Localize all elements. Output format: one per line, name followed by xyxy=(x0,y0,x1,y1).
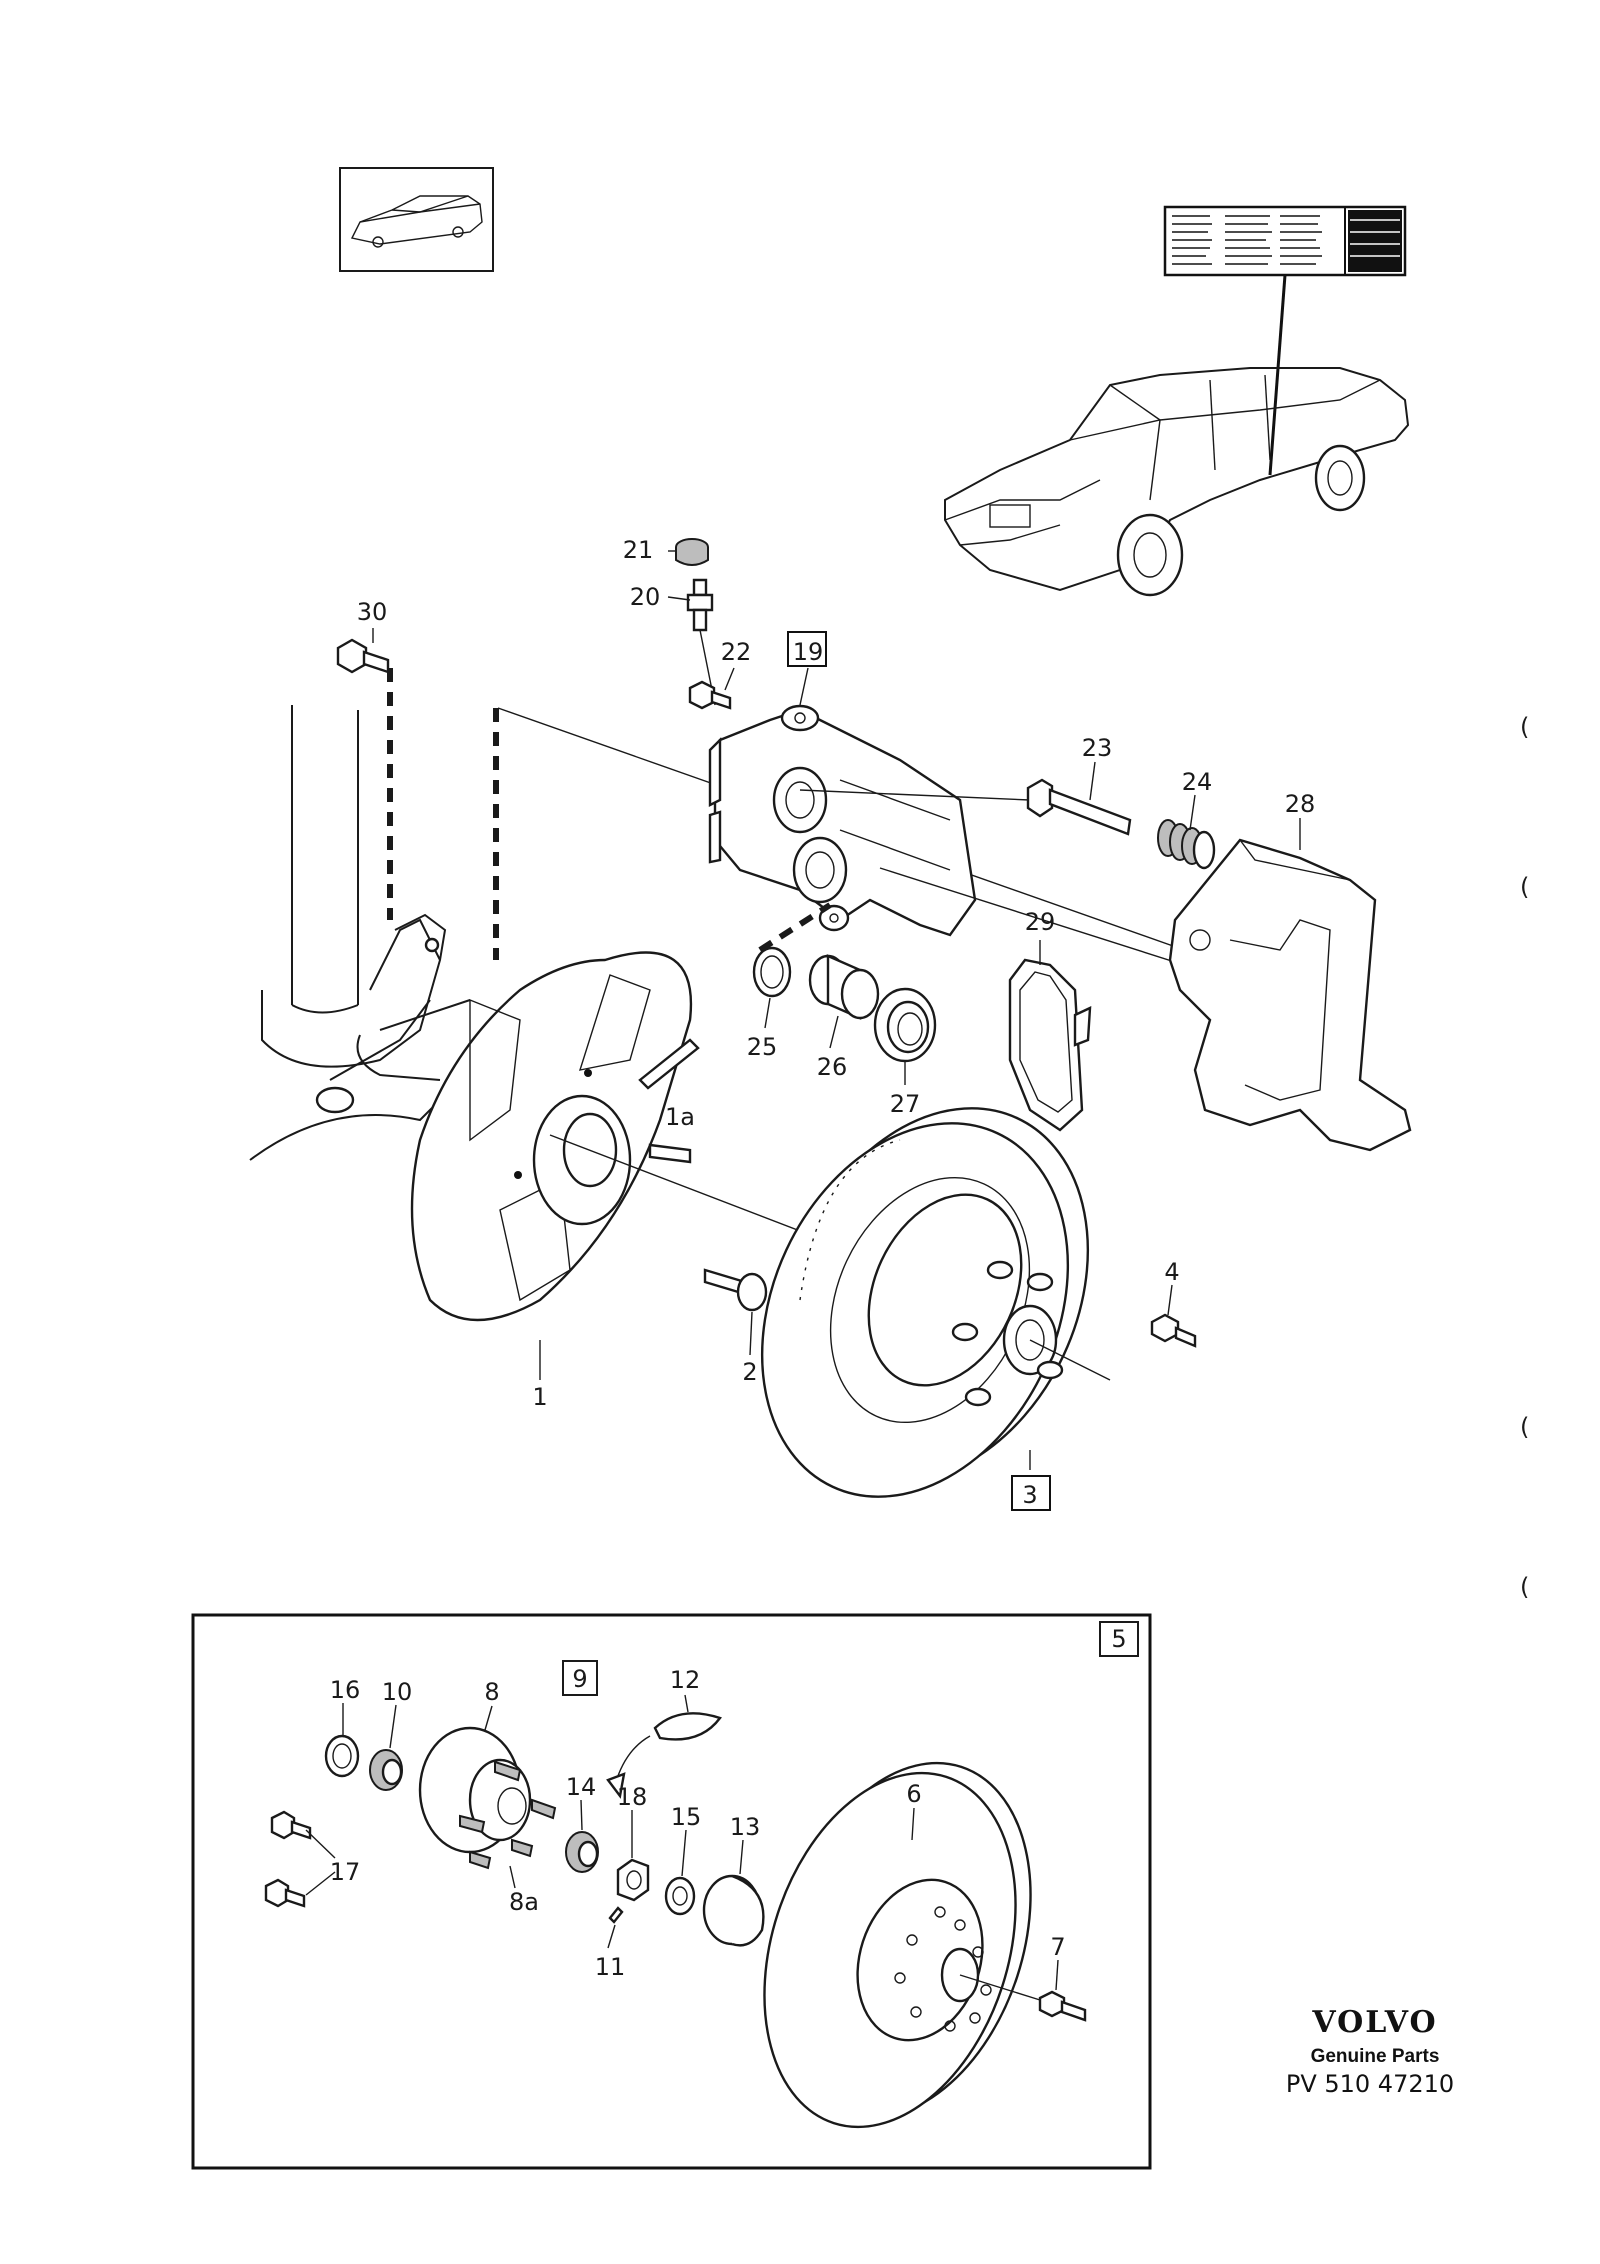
bolt-30 xyxy=(336,638,390,674)
label-box-19 xyxy=(787,631,827,667)
sedan-icon xyxy=(944,367,1410,597)
label-29: 29 xyxy=(1025,908,1056,936)
bleeder-screw-20 xyxy=(686,578,714,632)
label-21: 21 xyxy=(623,536,654,564)
label-27: 27 xyxy=(890,1090,921,1118)
label-13: 13 xyxy=(730,1813,761,1841)
label-box-5 xyxy=(1099,1621,1139,1657)
brand-subtitle: Genuine Parts xyxy=(1311,2046,1440,2067)
label-18: 18 xyxy=(617,1783,648,1811)
label-7: 7 xyxy=(1050,1933,1065,1961)
strut-assembly xyxy=(249,705,471,1161)
detail-inset-frame xyxy=(191,1613,1152,2170)
sticker-leader-line xyxy=(1268,274,1287,476)
brake-disc-3 xyxy=(760,1107,1090,1498)
seal-16 xyxy=(324,1734,360,1778)
hub-8 xyxy=(418,1726,557,1870)
margin-mark: ( xyxy=(1520,1413,1529,1441)
label-2: 2 xyxy=(742,1358,757,1386)
nut-18 xyxy=(616,1858,650,1902)
caliper-carrier-28 xyxy=(1168,838,1412,1152)
part-catalog-code: PV 510 47210 xyxy=(1286,2070,1454,2098)
bleeder-cap-21 xyxy=(675,538,709,566)
label-box-3 xyxy=(1011,1475,1051,1511)
label-26: 26 xyxy=(817,1053,848,1081)
label-15: 15 xyxy=(671,1803,702,1831)
label-3: 3 xyxy=(1022,1481,1037,1509)
label-10: 10 xyxy=(382,1678,413,1706)
label-sticker-icon xyxy=(1163,205,1407,277)
label-8a: 8a xyxy=(509,1888,539,1916)
margin-mark: ( xyxy=(1520,1573,1529,1601)
label-5: 5 xyxy=(1111,1625,1126,1653)
label-30: 30 xyxy=(357,598,388,626)
label-leaders xyxy=(305,550,1301,1991)
grease-cap-13 xyxy=(702,1874,765,1947)
leader-line-stud xyxy=(959,1974,1041,2001)
label-11: 11 xyxy=(595,1953,626,1981)
brand-name: VOLVO xyxy=(1311,2005,1437,2040)
margin-mark: ( xyxy=(1520,713,1529,741)
label-1a: 1a xyxy=(665,1103,695,1131)
label-22: 22 xyxy=(721,638,752,666)
brake-pad-29 xyxy=(1008,958,1092,1132)
label-1: 1 xyxy=(532,1383,547,1411)
bearing-14 xyxy=(565,1831,599,1873)
label-28: 28 xyxy=(1285,790,1316,818)
margin-marks: ( ( ( ( xyxy=(1520,713,1529,1601)
bolt-17 xyxy=(264,1810,312,1908)
label-24: 24 xyxy=(1182,768,1213,796)
label-19: 19 xyxy=(793,638,824,666)
stud-7 xyxy=(1038,1990,1087,2022)
label-6: 6 xyxy=(906,1780,921,1808)
guide-pin-23 xyxy=(1026,778,1132,836)
label-17: 17 xyxy=(330,1858,361,1886)
brake-disc-6 xyxy=(763,1761,1032,2129)
leader-line-axle xyxy=(1029,1339,1111,1381)
sedan-thumbnail-icon xyxy=(339,167,494,272)
part-labels: 30 21 20 22 19 23 24 28 29 25 26 27 1a 1… xyxy=(330,536,1316,1981)
label-20: 20 xyxy=(630,583,661,611)
volvo-logo: VOLVO Genuine Parts PV 510 47210 xyxy=(1286,2005,1454,2098)
caliper-19 xyxy=(708,704,977,937)
stud-4 xyxy=(1150,1313,1197,1348)
label-8: 8 xyxy=(484,1678,499,1706)
piston-26 xyxy=(808,954,880,1020)
label-4: 4 xyxy=(1164,1258,1179,1286)
dust-boot-27 xyxy=(873,987,937,1063)
washer-15 xyxy=(664,1876,696,1916)
bolt-22 xyxy=(688,680,732,710)
bearing-10 xyxy=(369,1749,403,1791)
seal-ring-25 xyxy=(752,946,792,998)
leader-caliper-dash xyxy=(758,902,832,953)
label-9: 9 xyxy=(572,1665,587,1693)
label-25: 25 xyxy=(747,1033,778,1061)
leader-line-carrier xyxy=(879,867,1201,971)
label-23: 23 xyxy=(1082,734,1113,762)
leader-line-pin xyxy=(799,789,1031,801)
guide-boot-24 xyxy=(1157,819,1216,870)
pin-1a xyxy=(638,1038,700,1164)
label-16: 16 xyxy=(330,1676,361,1704)
label-12: 12 xyxy=(670,1666,701,1694)
label-box-9 xyxy=(562,1660,598,1696)
grease-12 xyxy=(606,1712,722,1799)
bolt-2 xyxy=(703,1268,768,1312)
label-14: 14 xyxy=(566,1773,597,1801)
margin-mark: ( xyxy=(1520,873,1529,901)
cotter-pin-11 xyxy=(608,1906,624,1924)
